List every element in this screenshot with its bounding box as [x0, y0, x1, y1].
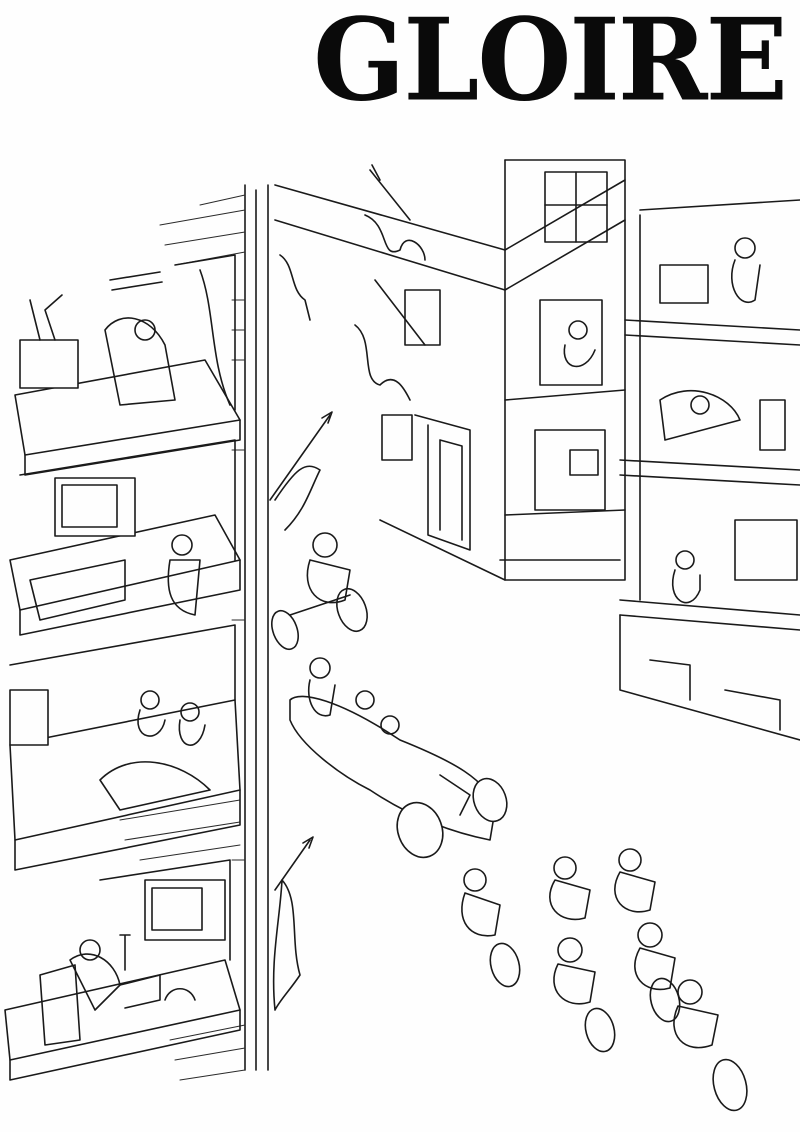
left-apartment-building: [4, 184, 269, 1081]
wheel: [396, 801, 444, 859]
doorway: [414, 414, 471, 551]
motorcyclist: [553, 937, 616, 1053]
woman-standing: [167, 559, 201, 616]
tv-set: [9, 689, 49, 746]
window: [539, 299, 603, 386]
person: [672, 569, 701, 604]
tv-set: [659, 264, 709, 304]
chair: [39, 964, 81, 1046]
man-in-armchair: [104, 317, 176, 406]
flag: [354, 324, 411, 401]
reclining-person: [659, 390, 741, 441]
motorcyclist: [673, 979, 748, 1112]
flag: [274, 465, 321, 531]
family-group: [99, 761, 211, 811]
wheel: [472, 777, 508, 823]
tv-set: [144, 879, 226, 941]
person: [730, 259, 761, 303]
lead-motorcyclist: [271, 532, 368, 651]
flag: [279, 254, 311, 321]
motorcyclist: [461, 868, 521, 988]
window: [381, 414, 413, 461]
window: [404, 289, 441, 346]
flag: [272, 879, 301, 1011]
tv-set: [734, 519, 798, 581]
window: [534, 429, 606, 511]
motorcycle-escort: [461, 848, 748, 1112]
motorcyclist: [549, 856, 591, 921]
flag-poles: [269, 411, 333, 1011]
flag: [364, 214, 426, 261]
tv-set: [19, 339, 79, 389]
motorcyclist: [614, 848, 656, 913]
right-building: [619, 199, 800, 741]
page-title: GLOIRE: [313, 0, 788, 127]
center-building: [274, 159, 626, 581]
open-top-car: [289, 657, 508, 859]
motorcyclist: [634, 922, 681, 1023]
